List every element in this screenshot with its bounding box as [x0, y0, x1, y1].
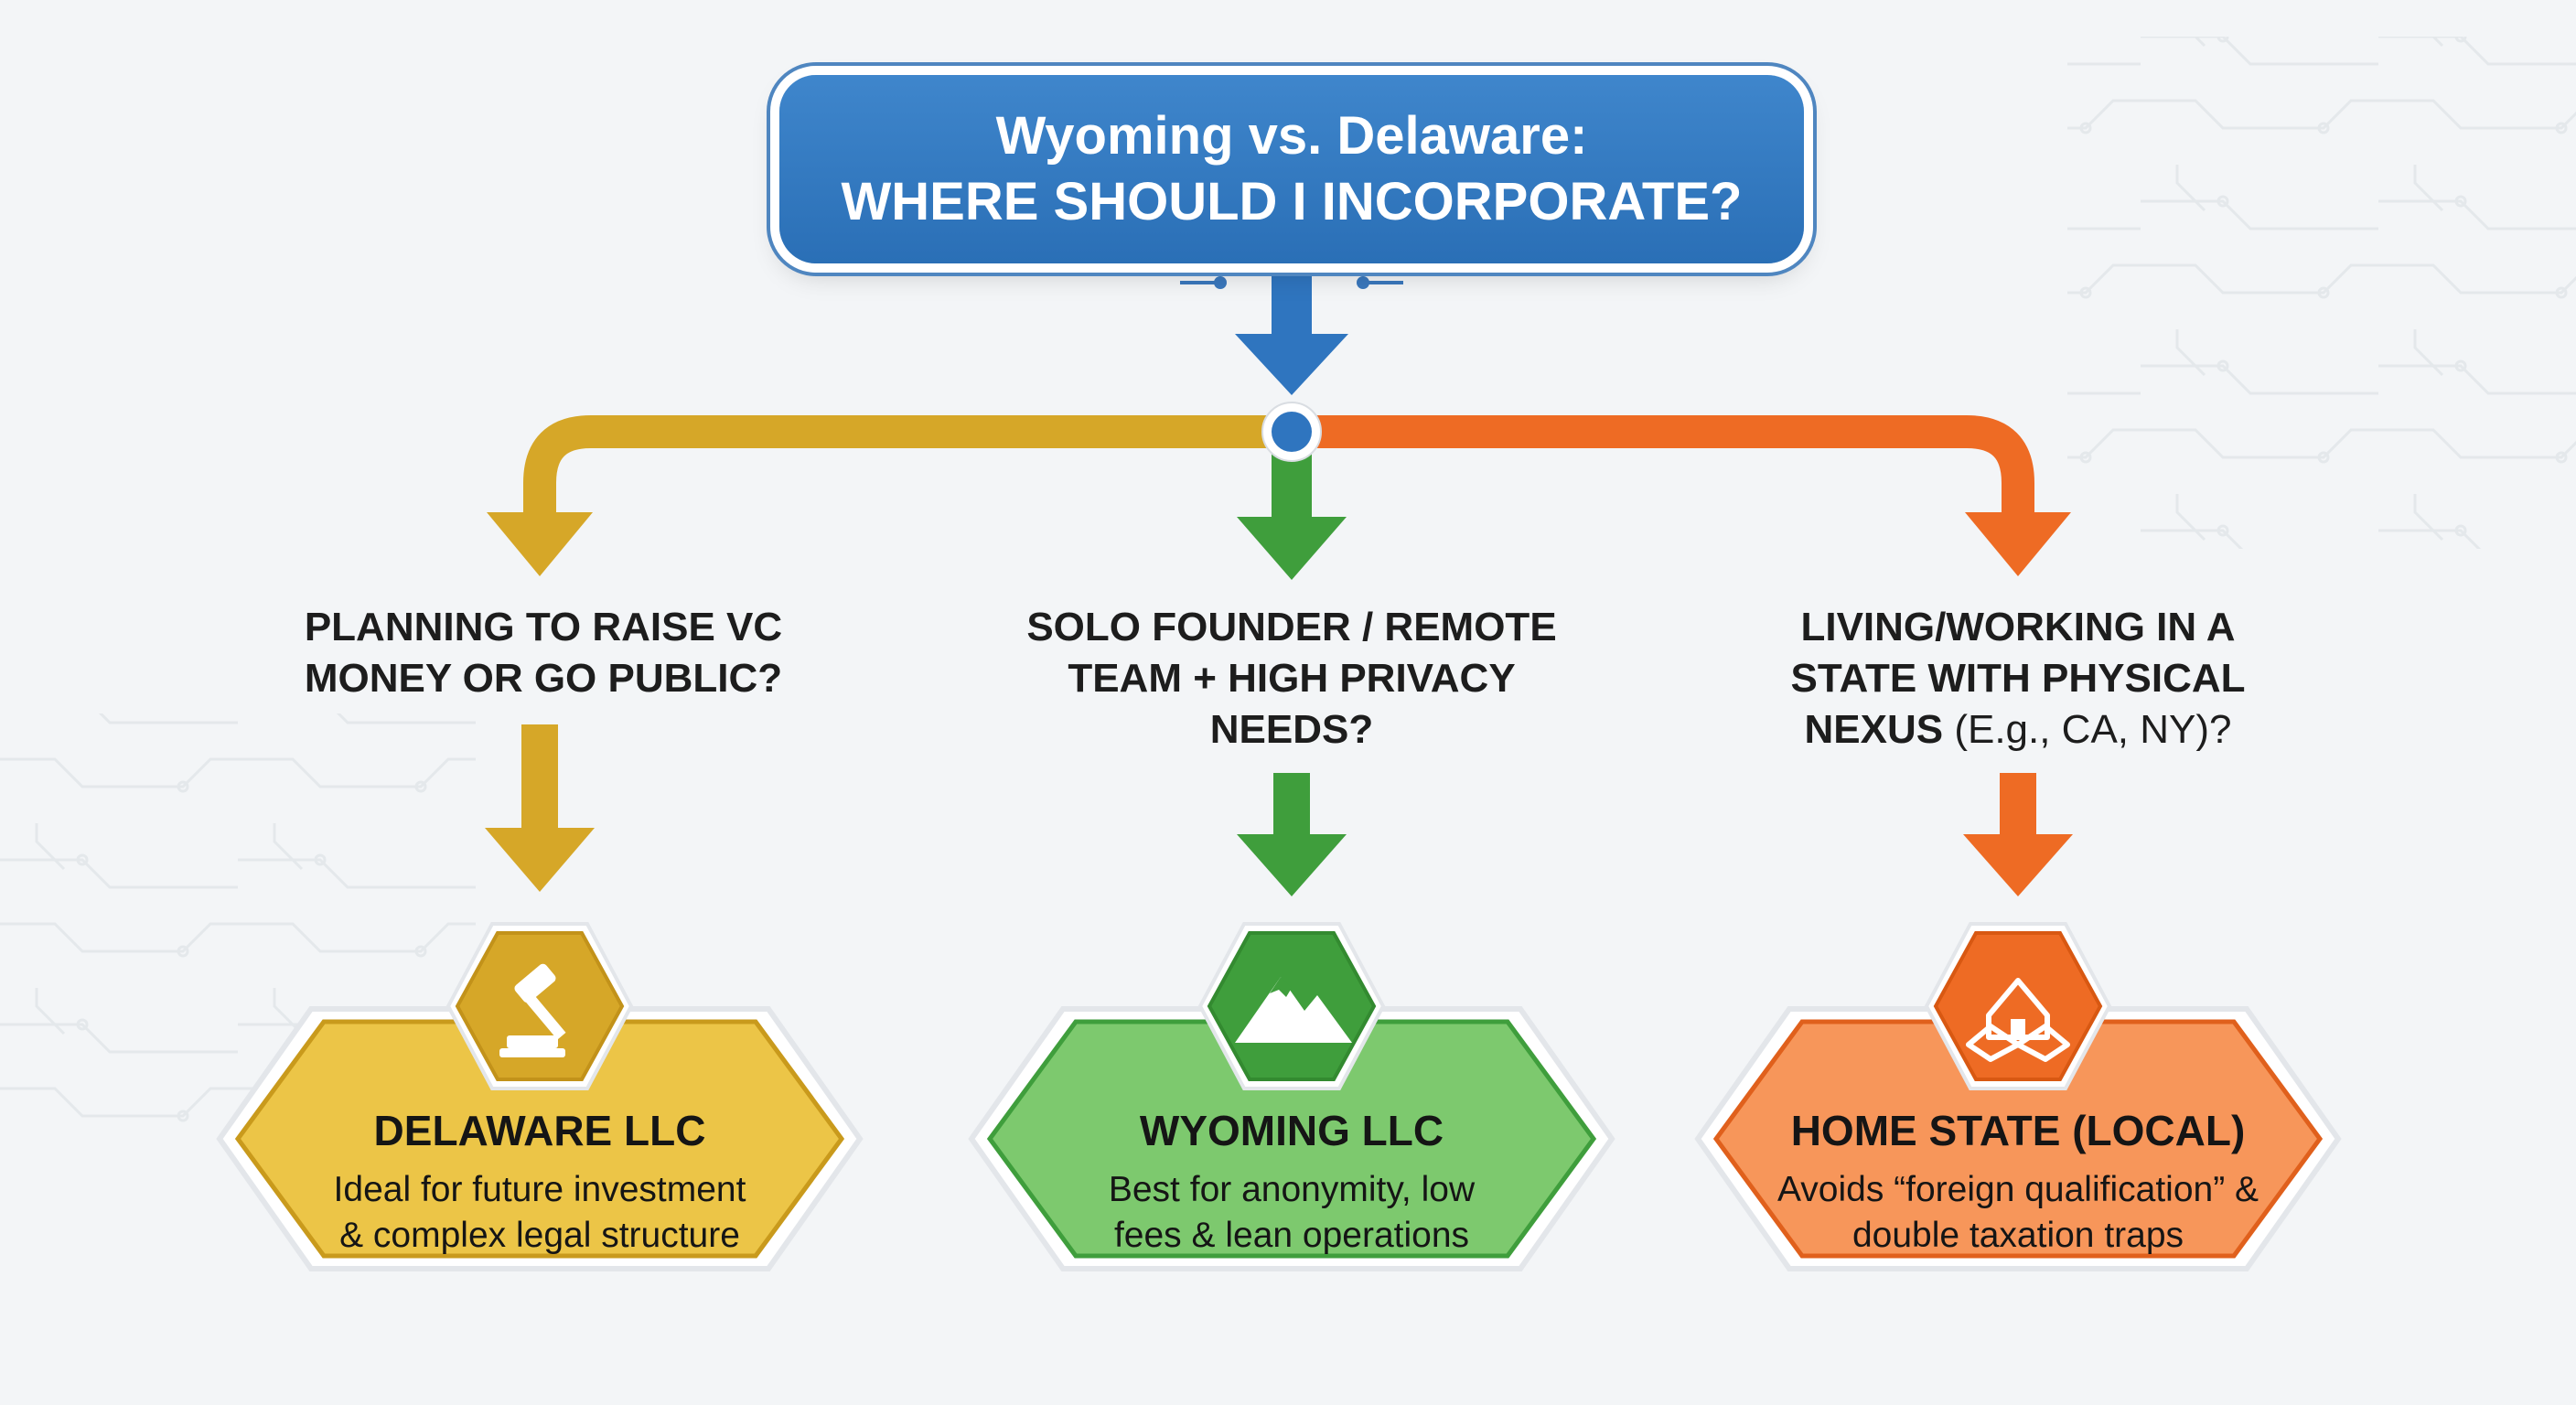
circuit-decoration-right — [2067, 37, 2576, 549]
gavel-icon — [499, 963, 566, 1057]
delaware-card — [216, 922, 864, 1271]
delaware-card-description: Ideal for future investment & complex le… — [333, 1170, 746, 1255]
mountain-icon — [1235, 977, 1352, 1043]
title-line-1: Wyoming vs. Delaware: — [995, 106, 1588, 166]
wyoming-card — [968, 922, 1615, 1271]
question-wyoming-text: SOLO FOUNDER / REMOTE TEAM + HIGH PRIVAC… — [1026, 605, 1557, 752]
home-arrow-head-1 — [1965, 512, 2071, 576]
wyoming-card-description: Best for anonymity, low fees & lean oper… — [1108, 1170, 1476, 1255]
main-arrow-shaft — [1272, 265, 1312, 338]
question-delaware-text: PLANNING TO RAISE VC MONEY OR GO PUBLIC? — [304, 605, 783, 701]
delaware-arrow-head-1 — [487, 512, 593, 576]
delaware-arrow-head-2 — [485, 828, 595, 892]
home-card-description: Avoids “foreign qualification” & double … — [1776, 1170, 2259, 1255]
house-map-icon — [1966, 978, 2070, 1062]
wyoming-card-title: WYOMING LLC — [1139, 1107, 1444, 1154]
question-home-text: LIVING/WORKING IN A STATE WITH PHYSICAL … — [1790, 605, 2246, 752]
delaware-card-title: DELAWARE LLC — [373, 1107, 706, 1154]
branch-line-delaware — [523, 415, 1272, 512]
question-home-example: (E.g., CA, NY)? — [1954, 707, 2232, 752]
branch-line-home — [1312, 415, 2034, 512]
title-line-2: WHERE SHOULD I INCORPORATE? — [841, 172, 1743, 231]
wyoming-arrow-head-1 — [1237, 517, 1347, 580]
home-icon-badge — [1933, 931, 2103, 1081]
question-home: LIVING/WORKING IN A STATE WITH PHYSICAL … — [1744, 602, 2292, 756]
main-arrow-head — [1235, 334, 1348, 395]
question-wyoming: SOLO FOUNDER / REMOTE TEAM + HIGH PRIVAC… — [999, 602, 1584, 756]
home-card-title: HOME STATE (LOCAL) — [1790, 1107, 2246, 1154]
wyoming-card-text: WYOMING LLC Best for anonymity, low fees… — [999, 1103, 1584, 1259]
delaware-card-text: DELAWARE LLC Ideal for future investment… — [247, 1103, 832, 1259]
home-arrow-head-2 — [1963, 834, 2073, 896]
title-box: Wyoming vs. Delaware: WHERE SHOULD I INC… — [779, 75, 1804, 263]
delaware-arrow-shaft-2 — [521, 724, 558, 830]
question-delaware: PLANNING TO RAISE VC MONEY OR GO PUBLIC? — [269, 602, 818, 704]
home-card — [1694, 922, 2342, 1271]
home-arrow-shaft-2 — [2000, 773, 2036, 837]
wyoming-arrow-shaft-2 — [1273, 773, 1310, 837]
wyoming-arrow-head-2 — [1237, 834, 1347, 896]
home-card-text: HOME STATE (LOCAL) Avoids “foreign quali… — [1725, 1103, 2311, 1259]
